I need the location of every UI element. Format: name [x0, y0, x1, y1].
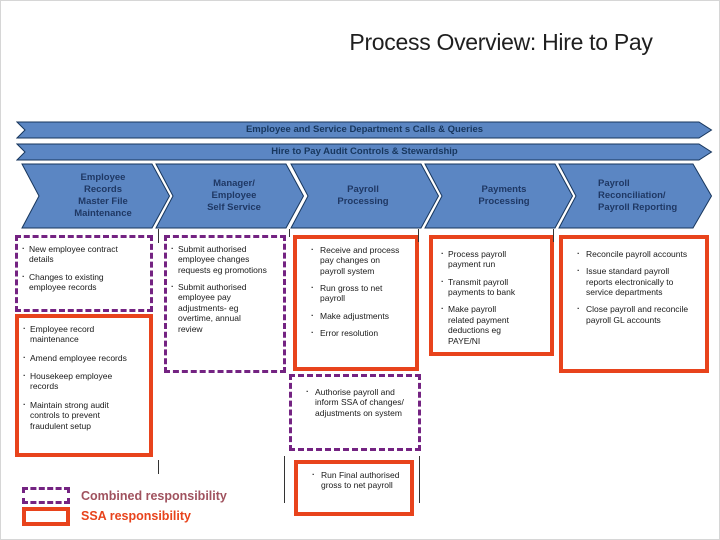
bullet-list: Employee record maintenanceAmend employe…: [19, 318, 149, 431]
step-label-payroll-reconciliation: Payroll Reconciliation/ Payroll Reportin…: [598, 178, 678, 213]
bullet-item: Maintain strong audit controls to preven…: [21, 399, 139, 431]
connector-line: [553, 229, 554, 242]
step-label-employee-records: Employee Records Master File Maintenance: [74, 172, 132, 219]
legend-ssa-swatch: [22, 507, 70, 526]
box-payroll-combined: Authorise payroll and inform SSA of chan…: [289, 374, 421, 451]
box-records-combined: New employee contract detailsChanges to …: [15, 235, 153, 312]
bullet-item: Run gross to net payroll: [299, 282, 405, 304]
bullet-item: Changes to existing employee records: [20, 271, 140, 293]
chevron-payroll-processing: [290, 163, 440, 229]
banner-label-queries: Employee and Service Department s Calls …: [245, 124, 484, 135]
banner-label-audit: Hire to Pay Audit Controls & Stewardship: [271, 146, 458, 157]
bullet-item: Make adjustments: [299, 310, 405, 321]
connector-line: [418, 229, 419, 242]
bullet-list: Run Final authorised gross to net payrol…: [298, 464, 410, 491]
bullet-item: Transmit payroll payments to bank: [435, 276, 528, 298]
chevron-payments-processing: [424, 163, 574, 229]
bullet-list: Receive and process pay changes on payro…: [297, 239, 415, 339]
chevron-self-service: [155, 163, 305, 229]
bullet-item: Amend employee records: [21, 352, 139, 363]
bullet-item: Process payroll payment run: [435, 248, 528, 270]
bullet-item: Error resolution: [299, 327, 405, 338]
banner-arrow-audit: [16, 143, 713, 161]
bullet-item: Housekeep employee records: [21, 370, 139, 392]
legend-combined-label: Combined responsibility: [81, 489, 227, 503]
bullet-item: Reconcile payroll accounts: [565, 248, 691, 259]
step-label-self-service: Manager/ Employee Self Service: [207, 178, 261, 213]
box-payroll-final-ssa: Run Final authorised gross to net payrol…: [294, 460, 414, 516]
connector-line: [284, 456, 285, 503]
connector-line: [158, 460, 159, 474]
connector-line: [289, 229, 290, 237]
step-label-payments-processing: Payments Processing: [478, 184, 530, 207]
bullet-list: Submit authorised employee changes reque…: [167, 238, 283, 334]
bullet-item: Employee record maintenance: [21, 323, 139, 345]
box-self-service-combined: Submit authorised employee changes reque…: [164, 235, 286, 373]
bullet-item: Issue standard payroll reports electroni…: [565, 265, 691, 297]
bullet-item: New employee contract details: [20, 243, 140, 265]
bullet-item: Submit authorised employee pay adjustmen…: [169, 281, 267, 334]
box-payroll-ssa: Receive and process pay changes on payro…: [293, 235, 419, 371]
step-label-payroll-processing: Payroll Processing: [337, 184, 389, 207]
bullet-item: Make payroll related payment deductions …: [435, 303, 528, 345]
bullet-item: Authorise payroll and inform SSA of chan…: [294, 386, 408, 418]
bullet-item: Close payroll and reconcile payroll GL a…: [565, 303, 691, 325]
bullet-list: Authorise payroll and inform SSA of chan…: [292, 377, 418, 418]
bullet-list: New employee contract detailsChanges to …: [18, 238, 150, 292]
chevron-payroll-reconciliation: [558, 163, 713, 229]
page-title: Process Overview: Hire to Pay: [349, 29, 653, 55]
connector-line: [419, 456, 420, 503]
box-records-ssa: Employee record maintenanceAmend employe…: [15, 314, 153, 457]
bullet-item: Submit authorised employee changes reque…: [169, 243, 267, 275]
box-payments-ssa: Process payroll payment runTransmit payr…: [429, 235, 554, 356]
legend-combined-swatch: [22, 487, 70, 504]
chevron-employee-records: [21, 163, 171, 229]
bullet-item: Run Final authorised gross to net payrol…: [300, 469, 400, 491]
legend-ssa-label: SSA responsibility: [81, 509, 191, 523]
bullet-list: Reconcile payroll accountsIssue standard…: [563, 239, 705, 325]
bullet-item: Receive and process pay changes on payro…: [299, 244, 405, 276]
banner-arrow-queries: [16, 121, 713, 139]
connector-line: [158, 229, 159, 243]
bullet-list: Process payroll payment runTransmit payr…: [433, 239, 550, 346]
box-reconciliation-ssa: Reconcile payroll accountsIssue standard…: [559, 235, 709, 373]
